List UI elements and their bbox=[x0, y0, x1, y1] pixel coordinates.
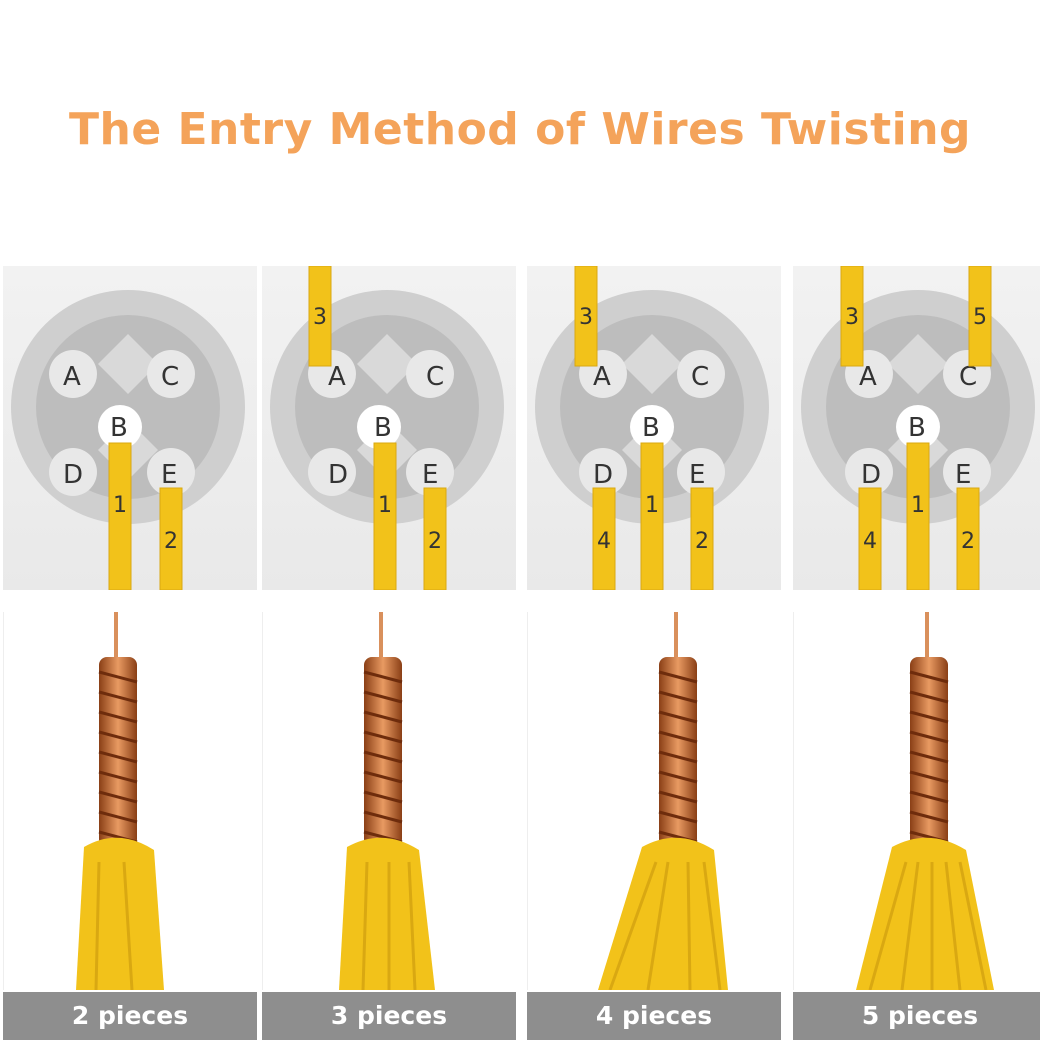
twisted-wires-photo-4 bbox=[527, 612, 782, 990]
wire-2 bbox=[159, 487, 183, 590]
page-title: The Entry Method of Wires Twisting bbox=[68, 104, 972, 155]
hole-e-label: E bbox=[161, 460, 177, 490]
hole-a-label: A bbox=[859, 362, 877, 392]
wire-1 bbox=[906, 442, 930, 590]
hole-b-label: B bbox=[908, 413, 926, 443]
connector-icon bbox=[270, 290, 504, 524]
hole-a-label: A bbox=[63, 362, 81, 392]
hole-a-label: A bbox=[328, 362, 346, 392]
wire-2 bbox=[690, 487, 714, 590]
wire-1-number: 1 bbox=[645, 493, 659, 518]
connector-diagram-5-pieces: A C B D E 3 5 1 4 2 bbox=[793, 266, 1040, 590]
hole-c-label: C bbox=[691, 362, 709, 392]
hole-e-label: E bbox=[689, 460, 705, 490]
wire-2-number: 2 bbox=[428, 529, 442, 554]
connector-diagram-4-pieces: A C B D E 3 1 4 2 bbox=[527, 266, 781, 590]
hole-b-label: B bbox=[374, 413, 392, 443]
wire-3 bbox=[840, 266, 864, 367]
wire-3 bbox=[574, 266, 598, 367]
wire-1 bbox=[640, 442, 664, 590]
hole-d-label: D bbox=[593, 460, 613, 490]
hole-d-label: D bbox=[328, 460, 348, 490]
wire-2-number: 2 bbox=[164, 529, 178, 554]
hole-c-label: C bbox=[161, 362, 179, 392]
wire-2 bbox=[423, 487, 447, 590]
wire-3-number: 3 bbox=[845, 305, 859, 330]
wire-2 bbox=[956, 487, 980, 590]
hole-b-label: B bbox=[110, 413, 128, 443]
hole-e-label: E bbox=[422, 460, 438, 490]
twisted-wires-photo-2 bbox=[3, 612, 258, 990]
hole-b-label: B bbox=[642, 413, 660, 443]
twisted-copper-icon bbox=[598, 612, 728, 990]
connector-diagram-3-pieces: A C B D E 3 1 2 bbox=[262, 266, 516, 590]
twisted-copper-icon bbox=[76, 612, 164, 990]
wire-2-number: 2 bbox=[961, 529, 975, 554]
wire-1 bbox=[108, 442, 132, 590]
wire-1-number: 1 bbox=[113, 493, 127, 518]
wire-2-number: 2 bbox=[695, 529, 709, 554]
wire-4-number: 4 bbox=[863, 529, 877, 554]
wire-3-number: 3 bbox=[313, 305, 327, 330]
connector-diagram-2-pieces: A C B D E 1 2 bbox=[3, 266, 257, 590]
wire-3-number: 3 bbox=[579, 305, 593, 330]
caption-4-pieces: 4 pieces bbox=[527, 992, 781, 1040]
hole-c-label: C bbox=[426, 362, 444, 392]
caption-3-pieces: 3 pieces bbox=[262, 992, 516, 1040]
wire-4 bbox=[858, 487, 882, 590]
caption-5-pieces: 5 pieces bbox=[793, 992, 1040, 1040]
wire-4 bbox=[592, 487, 616, 590]
wire-3 bbox=[308, 266, 332, 367]
wire-4-number: 4 bbox=[597, 529, 611, 554]
hole-e-label: E bbox=[955, 460, 971, 490]
wire-5 bbox=[968, 266, 992, 367]
twisted-wires-photo-3 bbox=[262, 612, 517, 990]
caption-2-pieces: 2 pieces bbox=[3, 992, 257, 1040]
hole-d-label: D bbox=[861, 460, 881, 490]
wire-1-number: 1 bbox=[378, 493, 392, 518]
wire-5-number: 5 bbox=[973, 305, 987, 330]
wire-1 bbox=[373, 442, 397, 590]
wire-1-number: 1 bbox=[911, 493, 925, 518]
hole-a-label: A bbox=[593, 362, 611, 392]
twisted-copper-icon bbox=[339, 612, 435, 990]
twisted-wires-photo-5 bbox=[793, 612, 1040, 990]
twisted-copper-icon bbox=[856, 612, 994, 990]
hole-d-label: D bbox=[63, 460, 83, 490]
hole-c-label: C bbox=[959, 362, 977, 392]
